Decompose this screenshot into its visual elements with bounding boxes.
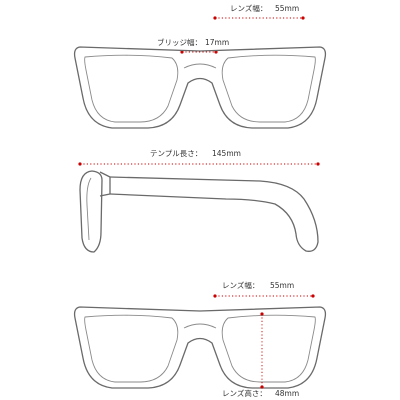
side-temple-arm bbox=[109, 176, 319, 252]
lens-width-value: 55mm bbox=[275, 4, 299, 13]
lens-width-endpoint bbox=[301, 16, 305, 20]
bottom-right-lens bbox=[221, 314, 316, 383]
bridge-width-label: ブリッジ幅： bbox=[157, 37, 202, 47]
front-left-lens bbox=[84, 54, 179, 123]
side-frame-front bbox=[79, 170, 103, 253]
temple-length-endpoint bbox=[78, 162, 82, 166]
lens-width-bottom-endpoint bbox=[311, 294, 315, 298]
side-hinge bbox=[99, 171, 111, 197]
lens-width-bottom-value: 55mm bbox=[270, 281, 294, 290]
temple-length-label: テンプル長さ： bbox=[150, 149, 202, 158]
lens-width-bottom-label: レンズ幅： bbox=[222, 280, 259, 290]
temple-length-endpoint bbox=[316, 162, 320, 166]
lens-height-endpoint bbox=[260, 385, 264, 389]
front-frame-outline bbox=[73, 46, 327, 129]
front-bridge bbox=[183, 63, 217, 69]
bridge-width-value: 17mm bbox=[205, 38, 229, 47]
lens-width-endpoint bbox=[213, 16, 217, 20]
bottom-frame-outline bbox=[73, 306, 327, 389]
bottom-left-lens bbox=[84, 314, 179, 383]
bridge-width-endpoint bbox=[180, 50, 184, 54]
lens-height-endpoint bbox=[260, 312, 264, 316]
lens-height-value: 48mm bbox=[275, 389, 299, 398]
front-right-lens bbox=[221, 54, 316, 123]
bottom-bridge bbox=[183, 323, 217, 329]
bridge-width-endpoint bbox=[214, 50, 218, 54]
side-lens-edge bbox=[86, 177, 92, 241]
lens-width-label: レンズ幅： bbox=[230, 3, 267, 13]
front-view-bottom: レンズ幅： 55mm レンズ高さ： 48mm bbox=[73, 280, 327, 398]
lens-width-bottom-endpoint bbox=[213, 294, 217, 298]
lens-height-label: レンズ高さ： bbox=[222, 388, 267, 398]
temple-length-value: 145mm bbox=[212, 149, 241, 158]
front-view-top: レンズ幅： 55mm ブリッジ幅： 17mm bbox=[73, 3, 327, 129]
side-view: テンプル長さ： 145mm bbox=[78, 149, 320, 253]
